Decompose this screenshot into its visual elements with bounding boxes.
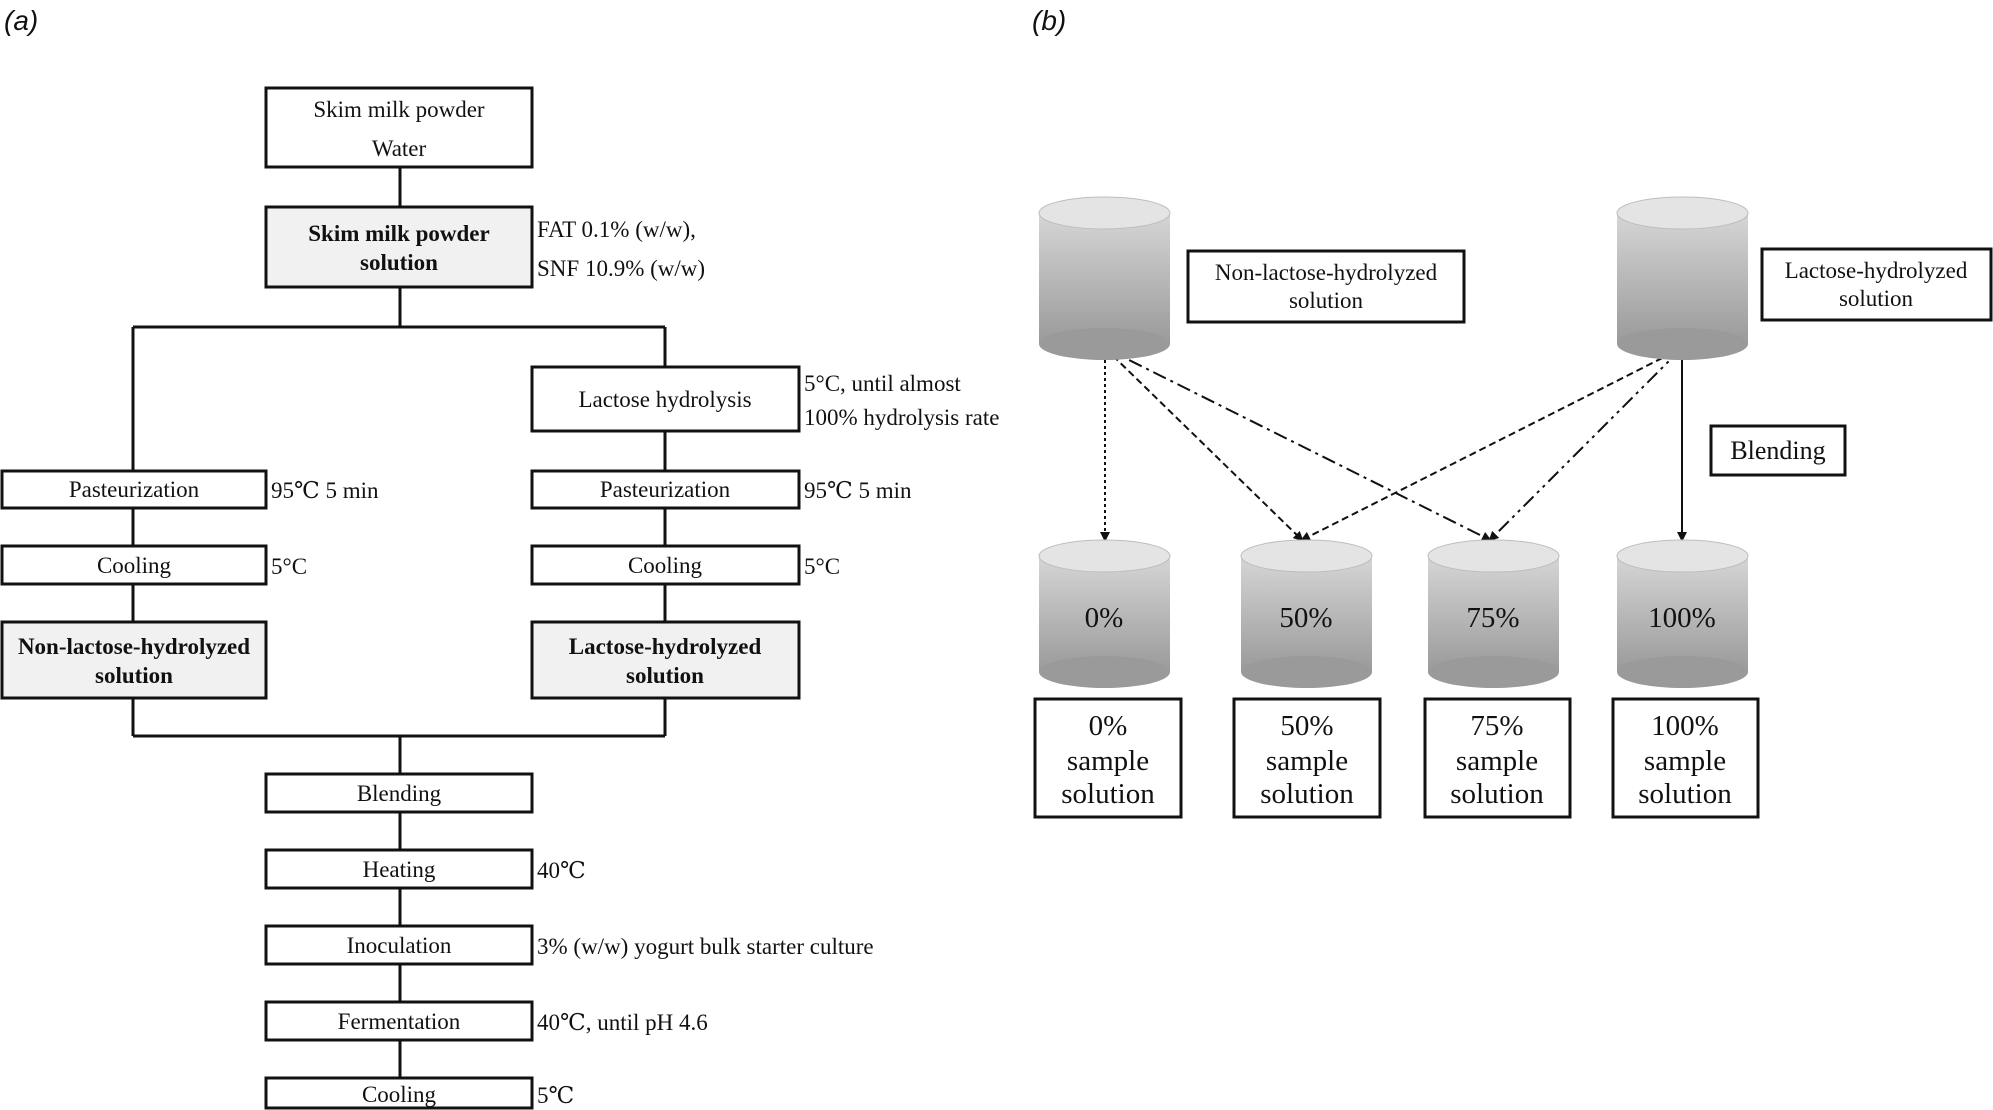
lactose-hydrolyzed-line2: solution <box>626 663 704 688</box>
arrow-right-to-50 <box>1300 347 1683 541</box>
sample-box-100: 100% sample solution <box>1611 697 1760 819</box>
panel-a-label: (a) <box>4 5 38 36</box>
sample-box-0: 0% sample solution <box>1033 697 1183 819</box>
sample-percent-100: 100% <box>1648 602 1716 634</box>
panel-a: (a) Skim milk powder Water <box>0 5 999 1110</box>
right-pasteurization-label: Pasteurization <box>600 477 731 502</box>
sample-cylinder-50: 50% <box>1240 539 1373 688</box>
non-lactose-hydrolyzed-line1: Non-lactose-hydrolyzed <box>18 634 250 659</box>
process-steps: Blending Heating 40℃ Inoculation 3% (w/w… <box>264 772 874 1110</box>
non-lactose-hydrolyzed-line2: solution <box>95 663 173 688</box>
sample-box-75-line3: solution <box>1450 778 1544 810</box>
source-left-line2: solution <box>1289 288 1364 313</box>
step-inoculation-label: Inoculation <box>347 933 452 958</box>
left-pasteurization-label: Pasteurization <box>69 477 200 502</box>
arrow-right-to-75 <box>1488 347 1683 542</box>
step-fermentation-note: 40℃, until pH 4.6 <box>537 1010 708 1035</box>
skim-milk-solution-box: Skim milk powder solution FAT 0.1% (w/w)… <box>264 205 705 289</box>
sample-box-50: 50% sample solution <box>1232 697 1382 819</box>
sample-percent-75: 75% <box>1466 602 1519 634</box>
source-cylinder-left <box>1038 196 1171 360</box>
blending-label-box: Blending <box>1709 424 1847 477</box>
blending-label: Blending <box>1730 436 1825 465</box>
right-cooling-note: 5°C <box>804 554 840 579</box>
source-label-right: Lactose-hydrolyzed solution <box>1760 247 1993 322</box>
sample-box-50-line1: 50% <box>1280 710 1333 742</box>
lactose-hydrolysis-label: Lactose hydrolysis <box>578 387 751 412</box>
sample-box-100-line2: sample <box>1644 745 1726 777</box>
step-cooling-label: Cooling <box>362 1082 437 1107</box>
hydrolysis-note-line2: 100% hydrolysis rate <box>804 405 999 430</box>
panel-b: (b) Non-lactose-hydrolyzed solution <box>1032 5 1993 819</box>
source-cylinder-right <box>1616 196 1749 360</box>
fat-note: FAT 0.1% (w/w), <box>537 217 696 242</box>
solution-box-line1: Skim milk powder <box>308 221 489 246</box>
sample-box-0-line3: solution <box>1061 778 1155 810</box>
source-left-line1: Non-lactose-hydrolyzed <box>1215 260 1438 285</box>
sample-box-0-line1: 0% <box>1089 710 1128 742</box>
sample-box-75: 75% sample solution <box>1423 697 1572 819</box>
lactose-hydrolysis-step: Lactose hydrolysis 5°C, until almost 100… <box>530 365 999 433</box>
sample-box-75-line1: 75% <box>1470 710 1523 742</box>
ingredient-water: Water <box>372 136 427 161</box>
arrow-left-to-50 <box>1104 347 1304 542</box>
right-branch: Pasteurization 95℃ 5 min Cooling 5°C Lac… <box>530 469 912 700</box>
left-branch: Pasteurization 95℃ 5 min Cooling 5°C Non… <box>0 469 379 700</box>
source-right-line1: Lactose-hydrolyzed <box>1785 258 1968 283</box>
sample-percent-50: 50% <box>1279 602 1332 634</box>
panel-b-label: (b) <box>1032 5 1066 36</box>
right-pasteurization-note: 95℃ 5 min <box>804 478 912 503</box>
left-pasteurization-note: 95℃ 5 min <box>271 478 379 503</box>
ingredient-skim-milk-powder: Skim milk powder <box>313 97 485 122</box>
step-heating-label: Heating <box>363 857 436 882</box>
sample-percent-0: 0% <box>1085 602 1124 634</box>
source-right-line2: solution <box>1839 286 1914 311</box>
sample-box-100-line1: 100% <box>1651 710 1719 742</box>
lactose-hydrolyzed-line1: Lactose-hydrolyzed <box>569 634 762 659</box>
left-cooling-label: Cooling <box>97 553 172 578</box>
sample-box-50-line2: sample <box>1266 745 1348 777</box>
sample-box-50-line3: solution <box>1260 778 1354 810</box>
ingredients-box: Skim milk powder Water <box>264 86 534 169</box>
sample-box-75-line2: sample <box>1456 745 1538 777</box>
hydrolysis-note-line1: 5°C, until almost <box>804 371 961 396</box>
step-heating-note: 40℃ <box>537 858 586 883</box>
step-fermentation-label: Fermentation <box>338 1009 461 1034</box>
sample-cylinder-100: 100% <box>1616 539 1749 688</box>
blending-arrows <box>1100 347 1687 542</box>
left-cooling-note: 5°C <box>271 554 307 579</box>
snf-note: SNF 10.9% (w/w) <box>537 256 705 281</box>
sample-box-100-line3: solution <box>1638 778 1732 810</box>
arrow-left-to-75 <box>1104 347 1492 541</box>
sample-cylinder-0: 0% <box>1038 539 1171 688</box>
panel-a-connectors <box>131 167 667 1078</box>
sample-cylinder-75: 75% <box>1427 539 1560 688</box>
step-blending-label: Blending <box>357 781 442 806</box>
sample-box-0-line2: sample <box>1067 745 1149 777</box>
step-inoculation-note: 3% (w/w) yogurt bulk starter culture <box>537 934 874 959</box>
right-cooling-label: Cooling <box>628 553 703 578</box>
solution-box-line2: solution <box>360 250 438 275</box>
step-cooling-note: 5℃ <box>537 1083 574 1108</box>
source-label-left: Non-lactose-hydrolyzed solution <box>1186 249 1466 324</box>
